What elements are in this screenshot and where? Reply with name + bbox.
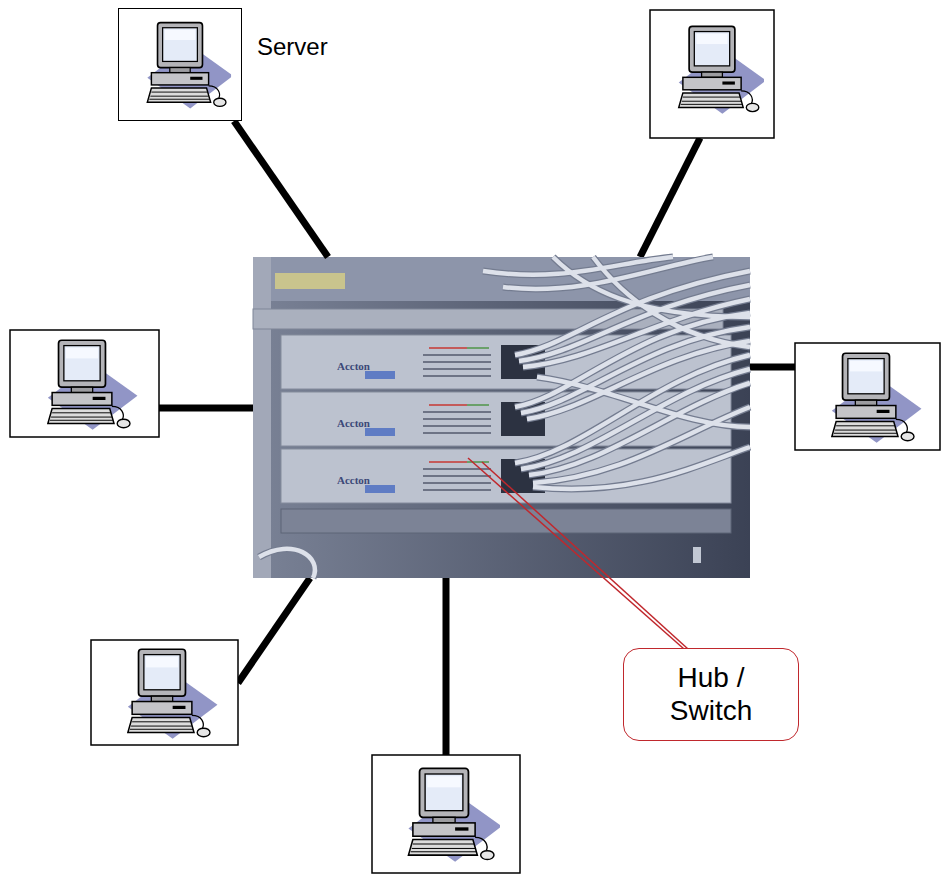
text-holder: Accton	[337, 360, 370, 372]
rack-rail	[253, 257, 271, 578]
brand-label: Accton	[337, 417, 370, 429]
text-holder: Hub / Switch	[651, 662, 771, 726]
leader-lines	[468, 458, 688, 649]
network-wires	[159, 138, 795, 755]
callout-text: Hub / Switch	[651, 662, 771, 726]
network-wire	[234, 121, 328, 257]
patch-strip	[275, 273, 345, 289]
computer-box	[372, 755, 520, 873]
computer-icon	[679, 26, 766, 113]
callout-box: Hub / Switch	[623, 648, 799, 741]
computer-box	[10, 330, 159, 437]
server-label: Server	[257, 33, 328, 61]
rack-clip	[693, 547, 701, 563]
computer-icon	[832, 353, 922, 443]
text-holder: Accton	[337, 474, 370, 486]
network-wire	[443, 578, 450, 755]
computer-box	[650, 10, 774, 138]
text-holder: Accton	[337, 417, 370, 429]
rack-unit	[281, 509, 731, 533]
cable-shadow	[259, 257, 750, 578]
computer-box	[795, 343, 940, 450]
leader-line	[482, 462, 688, 649]
computer-icon	[48, 340, 138, 430]
network-wire	[159, 405, 253, 412]
leader-line	[468, 458, 684, 649]
patch-cables	[259, 257, 750, 578]
computer-icon	[408, 768, 501, 861]
network-wire	[750, 364, 795, 371]
photo-ground	[253, 257, 750, 578]
brand-label: Accton	[337, 474, 370, 486]
computer-icon	[119, 9, 241, 120]
server-box: Server	[118, 8, 242, 121]
text-holder: Server	[257, 33, 328, 61]
computer-icon	[147, 23, 233, 109]
computer-box	[91, 640, 238, 745]
switch-rack-photo	[253, 257, 750, 578]
network-wire	[238, 578, 310, 683]
network-wire	[640, 138, 700, 257]
switch-photo: AcctonAcctonAccton	[253, 257, 750, 578]
brand-label: Accton	[337, 360, 370, 372]
computer-boxes	[10, 10, 940, 873]
computer-icon	[128, 649, 218, 739]
